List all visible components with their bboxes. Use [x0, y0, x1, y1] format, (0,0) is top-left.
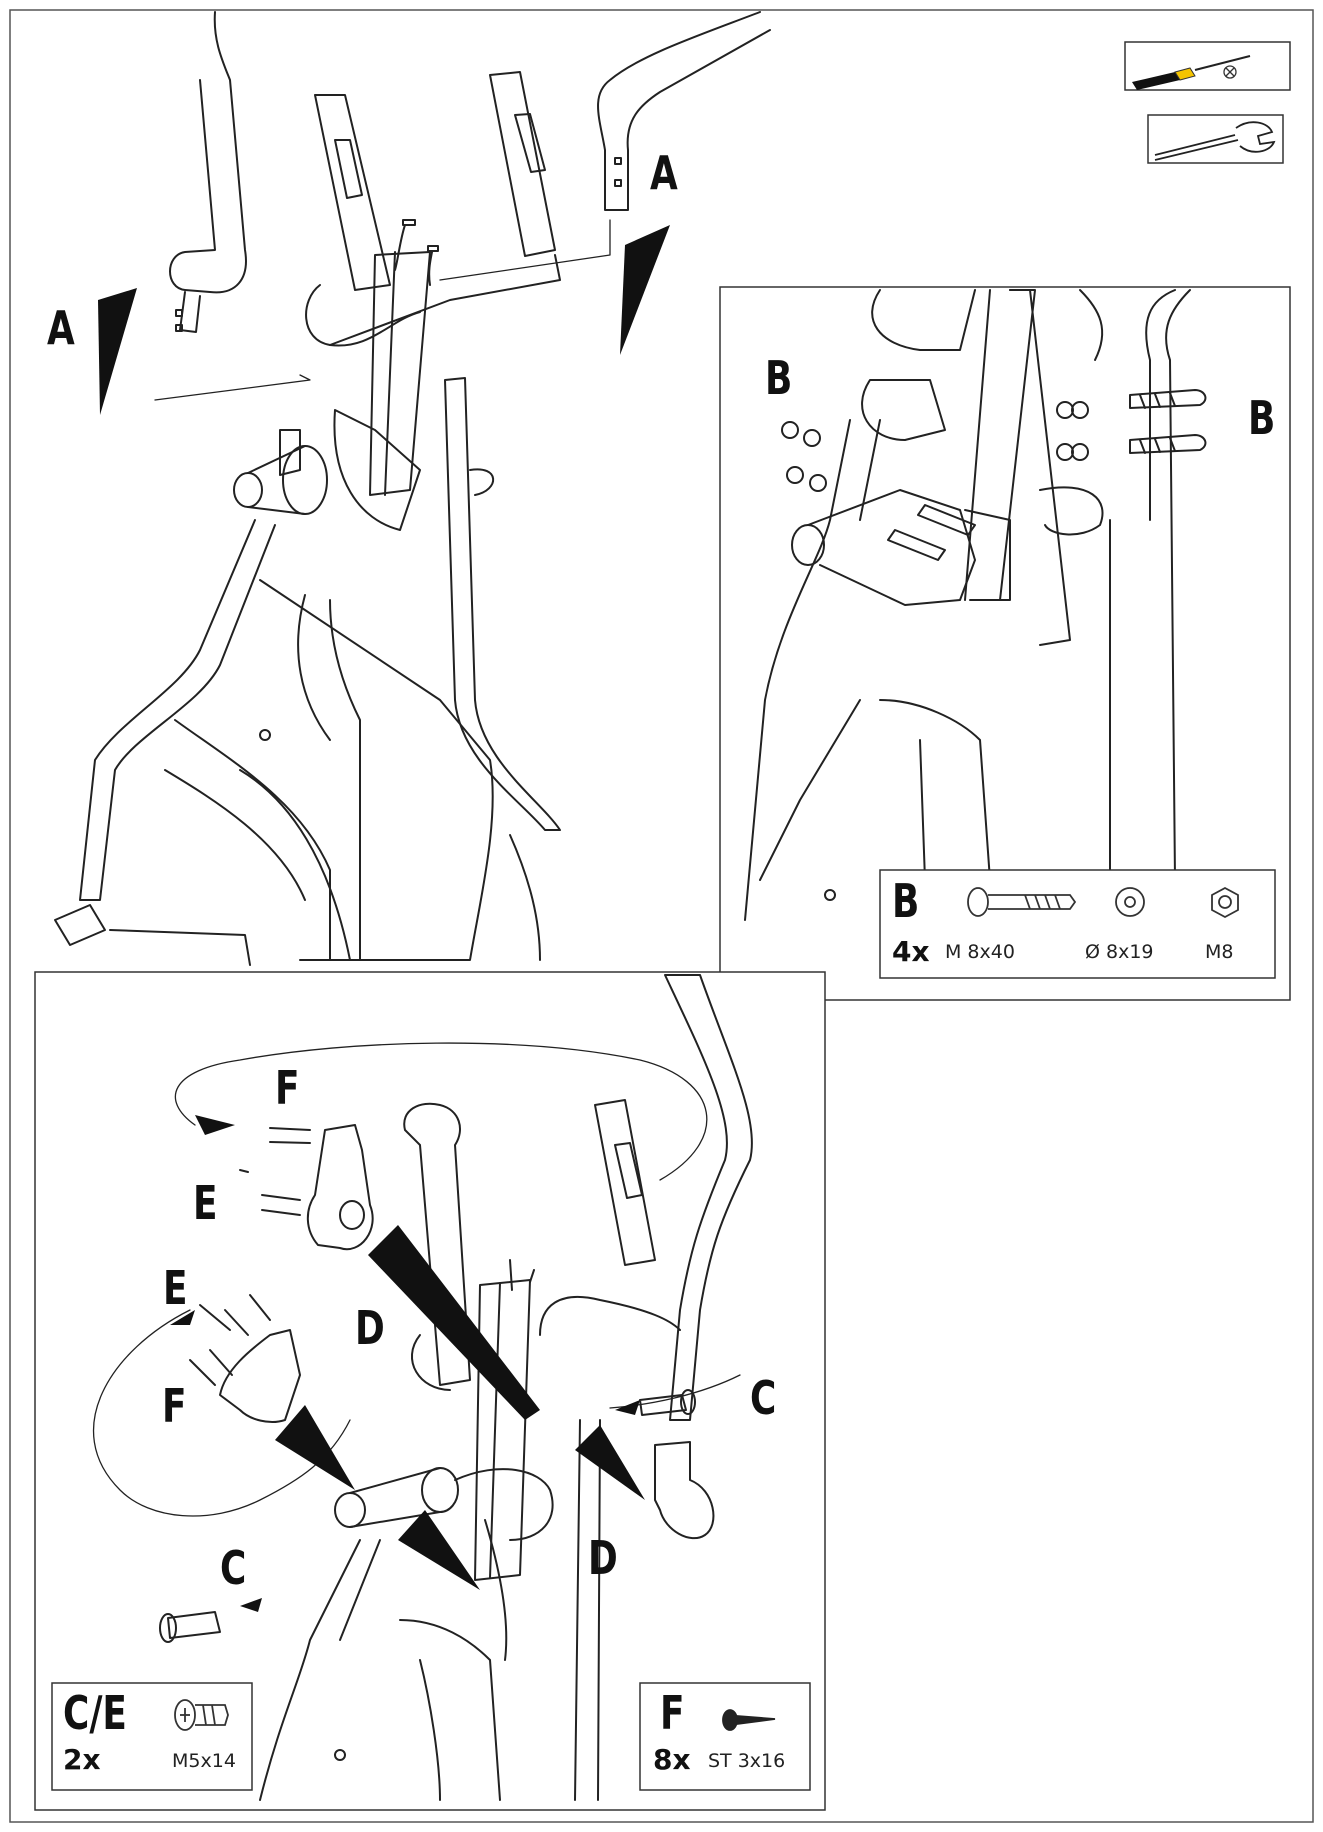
legend-b-nut: M8: [1205, 941, 1234, 963]
main-mast: [369, 251, 431, 496]
socket-d-right: [654, 1441, 715, 1540]
flywheel-cover: [174, 719, 331, 961]
cover-f-left: [219, 1329, 301, 1423]
legend-b-letter: B: [892, 874, 920, 928]
page-frame: [9, 9, 1314, 1823]
legend-b-qty: 4x: [892, 935, 930, 968]
label-c-left: C: [220, 1541, 247, 1595]
legend-f-screw: ST 3x16: [708, 1750, 786, 1772]
detail-b: [719, 286, 1291, 1001]
label-e-top: E: [193, 1176, 218, 1230]
legend-b-box: [879, 869, 1276, 979]
arrow-d-top: [368, 1225, 540, 1420]
detail-cdef: [34, 971, 826, 1811]
label-a-right: A: [650, 146, 678, 200]
legend-ce-letter: C/E: [63, 1686, 127, 1740]
label-c-right: C: [750, 1371, 777, 1425]
left-handlebar: [169, 11, 247, 294]
legend-b-washer: Ø 8x19: [1085, 941, 1154, 963]
center-right-handle: [489, 71, 556, 257]
arrow-f-left: [275, 1405, 355, 1490]
legend-b-parts: [967, 886, 1239, 919]
label-d-right: D: [588, 1531, 618, 1585]
legend-ce-screw: M5x14: [172, 1750, 236, 1772]
wrench-icon: [1154, 121, 1276, 161]
legend-f-qty: 8x: [653, 1743, 691, 1776]
pivot-housing: [333, 409, 421, 531]
tool-icons: [1124, 41, 1291, 164]
label-b-left: B: [765, 351, 793, 405]
label-b-right: B: [1248, 391, 1276, 445]
arrow-d-right: [575, 1425, 645, 1500]
label-f-top: F: [275, 1061, 300, 1115]
right-handlebar: [597, 11, 771, 211]
legend-f-letter: F: [660, 1686, 685, 1740]
label-a-left: A: [47, 301, 75, 355]
cover-f-top: [306, 1124, 374, 1251]
main-view: [54, 11, 771, 966]
legend-f-box: [639, 1682, 811, 1791]
label-f-left: F: [162, 1379, 187, 1433]
body-shroud: [259, 579, 494, 961]
center-left-handle: [314, 94, 391, 291]
legend-b-bolt: M 8x40: [945, 941, 1015, 963]
screwdriver-icon: [1132, 55, 1251, 90]
arrow-d-lower: [398, 1510, 480, 1590]
legend-ce-box: [51, 1682, 253, 1791]
legend-ce-qty: 2x: [63, 1743, 101, 1776]
label-d-top: D: [355, 1301, 385, 1355]
arrow-a-right: [620, 225, 670, 355]
arrow-a-left: [98, 288, 137, 415]
right-upright-tube: [444, 377, 561, 831]
label-e-left: E: [163, 1261, 188, 1315]
